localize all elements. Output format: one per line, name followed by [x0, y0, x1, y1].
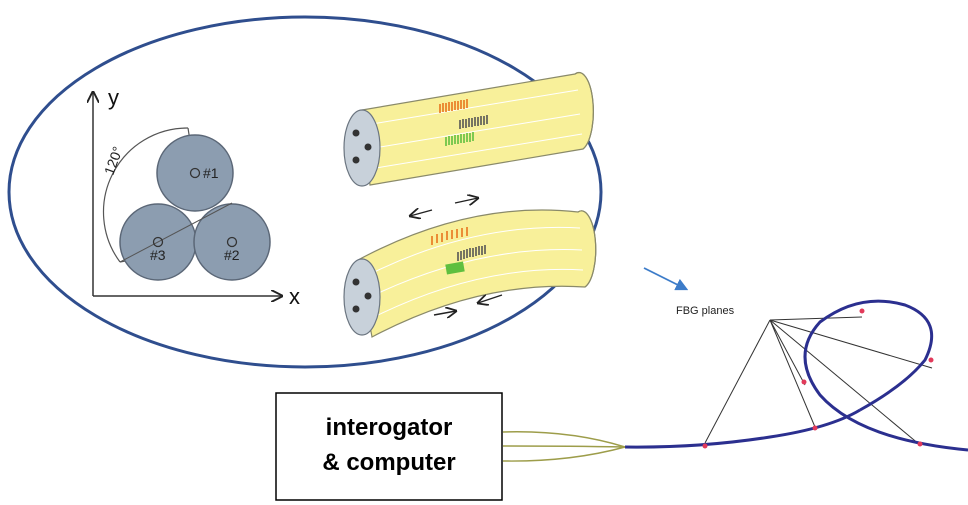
fiber-lead: [624, 408, 861, 449]
interrogator-label-line2: & computer: [322, 449, 455, 476]
straight-fiber-line: [373, 113, 581, 149]
fiber-cores: #1 #3 #2: [119, 134, 271, 281]
bent-fiber-line: [369, 249, 583, 298]
fbg-planes-label: FBG planes: [676, 305, 735, 317]
grating-orange: [439, 99, 468, 113]
compression-arrow-left-icon: [478, 294, 503, 303]
straight-fiber-rim: [574, 71, 594, 150]
bent-core-hole: [352, 305, 360, 313]
fiber-loop-path: [803, 299, 968, 452]
cross-section-axes: y x: [93, 85, 300, 309]
straight-core-hole: [352, 156, 360, 164]
compression-arrow-right-icon: [433, 311, 456, 315]
bent-fiber: [343, 209, 597, 338]
grating-gray: [459, 115, 488, 129]
core-2-label: #2: [224, 247, 240, 263]
straight-core-hole: [352, 129, 360, 137]
core-3-label: #3: [150, 247, 166, 263]
bent-core-hole: [364, 292, 372, 300]
grating-green-compressed: [445, 261, 465, 275]
bent-fiber-rim: [577, 210, 597, 288]
bent-fiber-end: [343, 258, 381, 336]
core-1-center: [189, 167, 201, 179]
interrogator-box: interogator & computer: [275, 392, 503, 501]
bent-fiber-line: [371, 268, 584, 319]
straight-fiber: [343, 71, 594, 187]
core-1-label: #1: [203, 165, 219, 181]
straight-fiber-end: [343, 109, 381, 187]
angle-arc: [102, 127, 189, 263]
grating-gray-bent: [457, 245, 486, 261]
core-1: [156, 134, 234, 212]
tension-arrows: [410, 198, 478, 216]
straight-fiber-line: [371, 89, 579, 125]
y-axis-label: y: [108, 85, 119, 110]
straight-core-hole: [364, 143, 372, 151]
bent-fiber-line: [367, 226, 581, 276]
core-diagonal: [119, 202, 233, 263]
grating-green: [445, 132, 474, 146]
interrogator-box-frame: [275, 392, 503, 501]
fan-out-pigtails: [502, 431, 626, 462]
grating-orange-stretched: [431, 227, 468, 245]
straight-fiber-line: [375, 133, 583, 169]
tension-arrow-right-icon: [454, 198, 478, 203]
fbg-leader-lines: [704, 316, 933, 446]
core-3-center: [152, 236, 164, 248]
compression-arrows: [433, 294, 503, 315]
core-2-center: [226, 236, 238, 248]
core-2: [193, 203, 271, 281]
zoom-pointer-arrow-icon: [643, 267, 689, 291]
x-axis-label: x: [289, 284, 300, 309]
fbg-marks: [702, 308, 934, 449]
fiber-loop: [624, 299, 968, 452]
detail-ellipse: [7, 15, 603, 369]
bent-core-hole: [352, 278, 360, 286]
interrogator-label-line1: interogator: [326, 414, 453, 441]
tension-arrow-left-icon: [410, 210, 433, 216]
